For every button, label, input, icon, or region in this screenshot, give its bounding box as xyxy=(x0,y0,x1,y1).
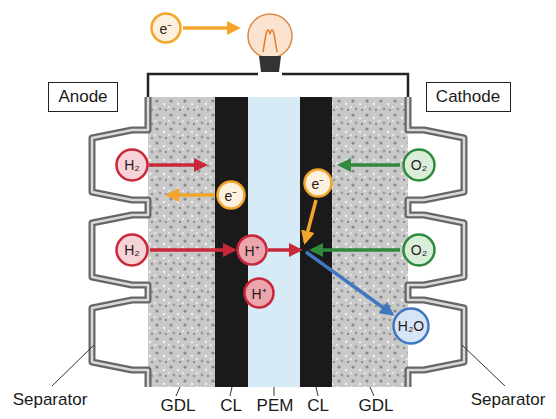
circle-outline xyxy=(404,150,435,181)
circle-outline xyxy=(305,170,332,197)
part-label: Separator xyxy=(13,390,88,410)
circle-outline xyxy=(238,236,267,265)
particle-symbol: H₂ xyxy=(124,157,140,173)
proton-circle: H⁺ xyxy=(243,277,275,309)
electron-circle: e⁻ xyxy=(150,12,182,44)
particle-symbol: H⁺ xyxy=(251,284,266,303)
circle-outline xyxy=(117,150,148,181)
electron-circle: e⁻ xyxy=(303,168,333,198)
particle-symbol: e⁻ xyxy=(160,19,173,38)
part-label: Separator xyxy=(471,390,546,410)
circle-outline xyxy=(152,14,181,43)
oxygen-circle: O₂ xyxy=(402,233,436,267)
particle-symbol: O₂ xyxy=(411,242,427,258)
circle-outline xyxy=(245,279,274,308)
proton-circle: H⁺ xyxy=(236,234,268,266)
particle-symbol: e⁻ xyxy=(312,174,325,193)
particle-symbol: O₂ xyxy=(411,157,427,173)
hydrogen-circle: H₂ xyxy=(115,148,149,182)
particle-symbol: e⁻ xyxy=(225,186,238,205)
electrode-label-box: Cathode xyxy=(426,82,511,112)
particle-symbol: H⁺ xyxy=(244,241,259,260)
hydrogen-circle: H₂ xyxy=(115,233,149,267)
oxygen-circle: O₂ xyxy=(402,148,436,182)
circle-outline xyxy=(394,309,429,344)
water-circle: H₂O xyxy=(392,307,430,345)
circle-outline xyxy=(117,235,148,266)
electrode-name: Anode xyxy=(58,87,107,107)
circle-outline xyxy=(404,235,435,266)
particle-symbol: H₂O xyxy=(398,318,424,334)
layer-label: CL xyxy=(307,396,329,416)
electrode-label-box: Anode xyxy=(48,82,118,112)
proton-flow-arrow xyxy=(150,248,234,252)
electron-circle: e⁻ xyxy=(216,180,246,210)
electrode-name: Cathode xyxy=(436,87,500,107)
layer-label: PEM xyxy=(257,396,294,416)
layer-label: GDL xyxy=(161,396,196,416)
layer-label: CL xyxy=(220,396,242,416)
particle-symbol: H₂ xyxy=(124,242,140,258)
layer-label: GDL xyxy=(359,396,394,416)
circle-outline xyxy=(218,182,245,209)
